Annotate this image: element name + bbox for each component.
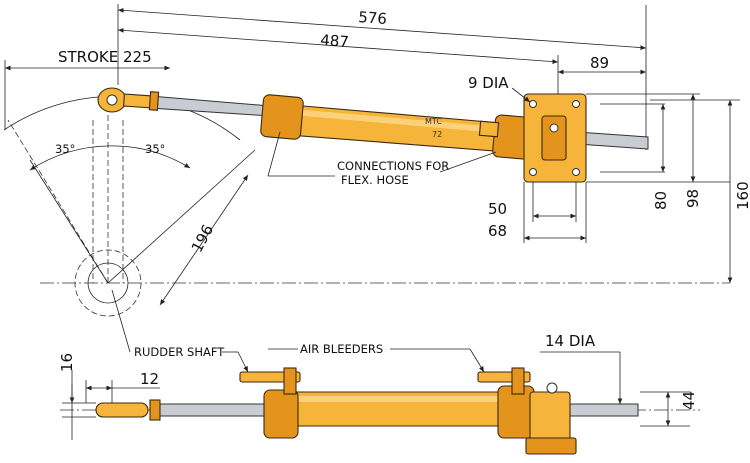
dim-160-label: 160 bbox=[734, 181, 750, 210]
dimension-44: 44 bbox=[640, 391, 698, 427]
dimension-196: 196 bbox=[159, 174, 249, 306]
side-callouts: RUDDER SHAFT AIR BLEEDERS bbox=[134, 342, 485, 373]
angle-left-label: 35° bbox=[55, 142, 75, 156]
dimension-487: 487 bbox=[117, 28, 559, 64]
dim-50-label: 50 bbox=[488, 200, 507, 218]
connections-callout: CONNECTIONS FOR FLEX. HOSE bbox=[267, 131, 497, 187]
hole-dia-callout: 9 DIA bbox=[468, 74, 531, 103]
connections-line1: CONNECTIONS FOR bbox=[337, 159, 449, 173]
dim-89-label: 89 bbox=[590, 54, 609, 72]
dim-68-label: 68 bbox=[488, 222, 507, 240]
dim-16-label: 16 bbox=[58, 353, 76, 372]
cylinder-model-line1: MTC bbox=[425, 117, 442, 126]
rudder-shaft bbox=[40, 120, 730, 353]
dim-98-label: 98 bbox=[684, 189, 702, 208]
dim-80-label: 80 bbox=[652, 191, 670, 210]
dim-576-label: 576 bbox=[358, 8, 388, 28]
dimension-89: 89 bbox=[557, 54, 646, 95]
vertical-dims: 80 98 160 bbox=[586, 93, 750, 283]
rod-end-dims: 16 12 bbox=[58, 353, 160, 440]
rod-dia-label: 14 DIA bbox=[545, 332, 596, 350]
dimension-stroke: STROKE 225 bbox=[4, 48, 170, 130]
air-bleeders-label: AIR BLEEDERS bbox=[300, 342, 383, 356]
rod-dia-callout: 14 DIA bbox=[540, 332, 623, 404]
bracket-width-dims: 50 68 bbox=[488, 182, 587, 243]
cylinder-model-line2: 72 bbox=[432, 130, 442, 139]
mounting-bracket-top bbox=[523, 93, 587, 183]
dim-487-label: 487 bbox=[320, 31, 350, 51]
hole-dia-label: 9 DIA bbox=[468, 74, 509, 92]
connections-line2: FLEX. HOSE bbox=[341, 173, 409, 187]
dim-12-label: 12 bbox=[140, 370, 159, 388]
angle-right-label: 35° bbox=[145, 142, 165, 156]
stroke-label: STROKE 225 bbox=[58, 48, 152, 66]
cylinder-top-view: MTC 72 bbox=[97, 87, 649, 160]
dim-44-label: 44 bbox=[680, 391, 698, 410]
rudder-swing-geometry: 35° 35° bbox=[3, 95, 256, 284]
cylinder-side-view bbox=[60, 367, 700, 455]
rudder-shaft-label: RUDDER SHAFT bbox=[134, 345, 225, 359]
